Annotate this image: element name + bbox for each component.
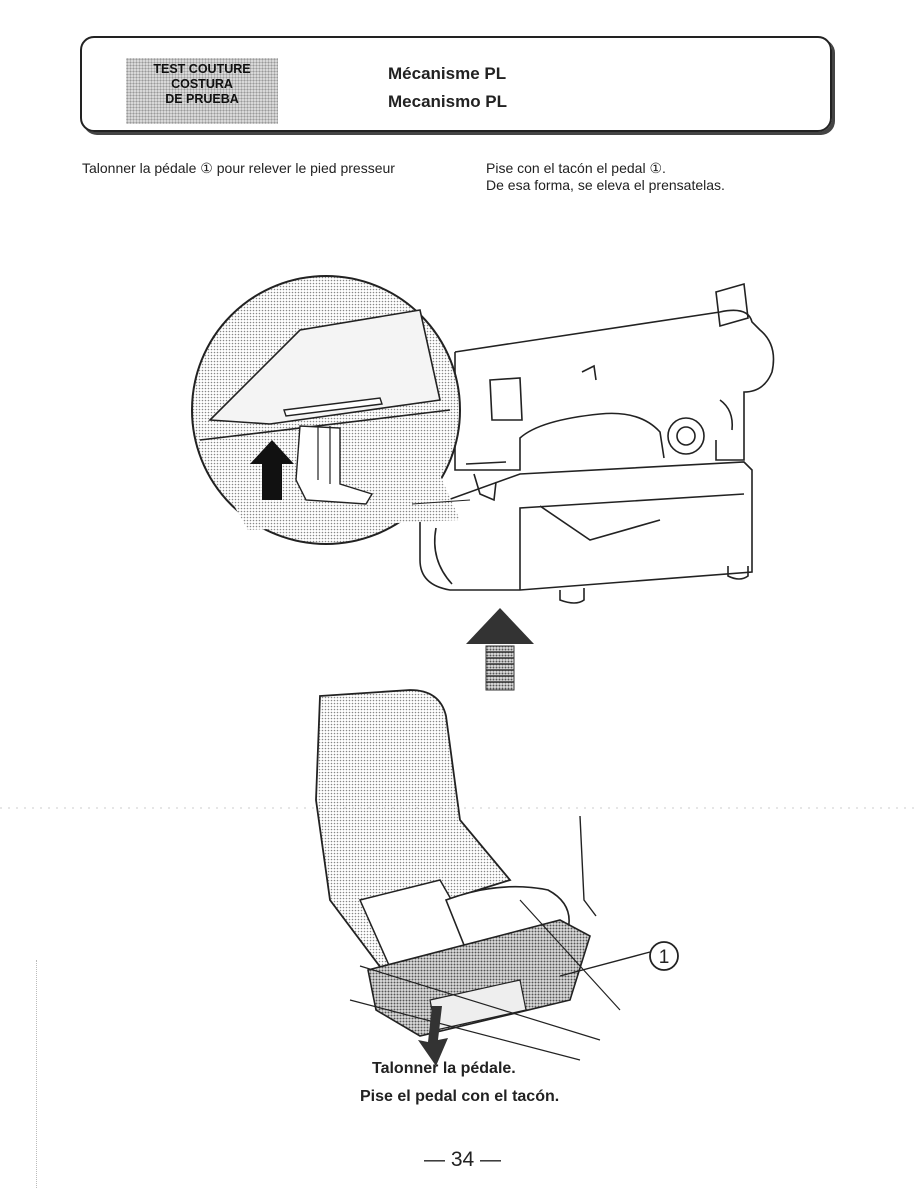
section-header: TEST COUTURE COSTURA DE PRUEBA Mécanisme… bbox=[80, 36, 832, 132]
instruction-spanish: Pise con el tacón el pedal ①. De esa for… bbox=[486, 160, 725, 194]
margin-line bbox=[36, 960, 37, 1188]
title-french: Mécanisme PL bbox=[388, 64, 507, 83]
up-arrow-icon bbox=[466, 608, 534, 691]
leg-and-pedal-drawing bbox=[315, 689, 651, 1066]
section-tag-line-2: COSTURA bbox=[171, 77, 233, 91]
callout-number: 1 bbox=[659, 947, 670, 968]
section-tag: TEST COUTURE COSTURA DE PRUEBA bbox=[126, 58, 278, 124]
instruction-french: Talonner la pédale ① pour relever le pie… bbox=[82, 160, 395, 177]
magnified-detail bbox=[191, 275, 471, 545]
caption-spanish: Pise el pedal con el tacón. bbox=[360, 1088, 560, 1105]
sewing-machine-drawing bbox=[419, 282, 775, 604]
section-tag-line-3: DE PRUEBA bbox=[165, 92, 239, 106]
page-number: — 34 — bbox=[424, 1148, 502, 1171]
instruction-french-text: Talonner la pédale ① pour relever le pie… bbox=[82, 160, 395, 176]
instruction-spanish-line-1: Pise con el tacón el pedal ①. bbox=[486, 160, 666, 176]
caption-french: Talonner la pédale. bbox=[372, 1060, 516, 1077]
title-spanish: Mecanismo PL bbox=[388, 92, 508, 111]
instruction-spanish-line-2: De esa forma, se eleva el prensatelas. bbox=[486, 177, 725, 193]
header-titles: Mécanisme PL Mecanismo PL bbox=[388, 60, 507, 116]
section-tag-line-1: TEST COUTURE bbox=[153, 62, 251, 76]
callout-marker: 1 bbox=[649, 941, 679, 971]
